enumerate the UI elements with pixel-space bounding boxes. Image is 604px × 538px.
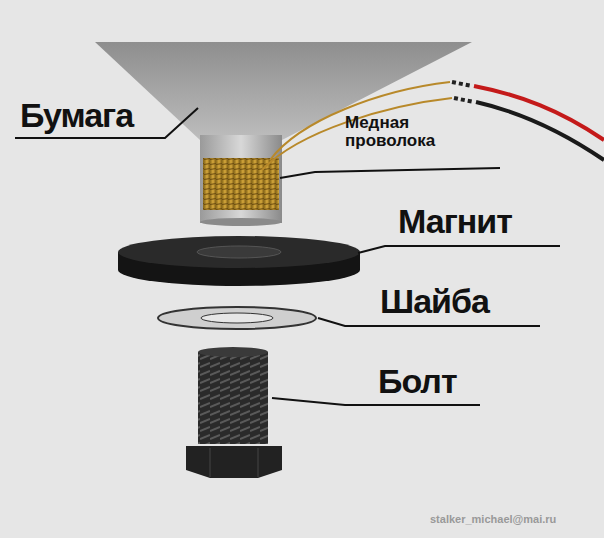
part-label: Магнит [398, 204, 512, 240]
hex-edge [258, 448, 259, 477]
washer [158, 307, 316, 329]
part-label: Шайба [380, 284, 489, 320]
former-edge [200, 218, 282, 226]
hex-edge [210, 448, 211, 477]
washer-hole [201, 313, 273, 323]
bolt-thread [198, 352, 268, 444]
watermark: stalker_michael@mai.ru [430, 514, 556, 526]
magnet-top [118, 236, 360, 268]
part-label: Бумага [20, 98, 133, 134]
wire-joint [452, 82, 472, 86]
coil-former [200, 135, 282, 223]
wire-joint [454, 98, 474, 102]
magnet-hole [197, 246, 281, 258]
part-label: Болт [378, 364, 457, 400]
bolt-tip [198, 347, 268, 357]
bolt-head-side [186, 446, 282, 478]
leader-line [358, 246, 560, 253]
red-cable [474, 86, 604, 140]
paper-cone [95, 42, 472, 140]
part-label: Медная проволока [345, 114, 495, 150]
black-cable [476, 102, 604, 160]
leader-line [280, 168, 500, 178]
